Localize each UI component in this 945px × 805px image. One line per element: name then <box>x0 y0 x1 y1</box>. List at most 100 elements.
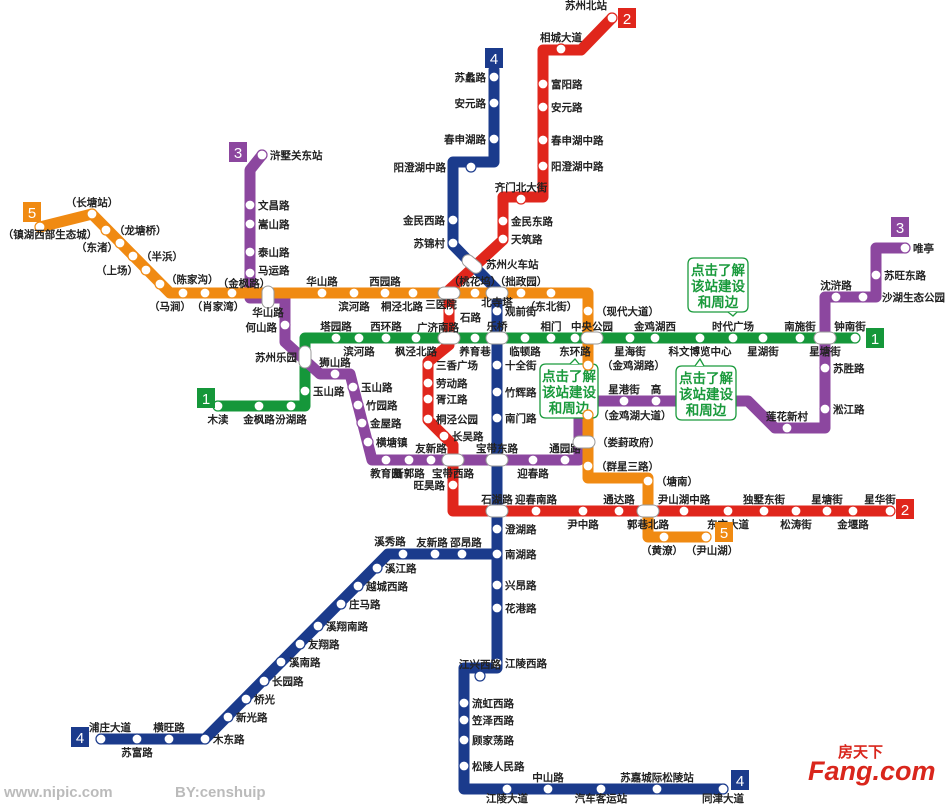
station-marker[interactable] <box>624 332 636 344</box>
station-marker[interactable] <box>595 783 607 795</box>
station-marker[interactable] <box>279 319 291 331</box>
transfer-station-marker[interactable] <box>261 285 275 309</box>
station-marker[interactable] <box>606 12 618 24</box>
station-marker[interactable] <box>491 412 503 424</box>
station-marker[interactable] <box>642 475 654 487</box>
station-marker[interactable] <box>794 332 806 344</box>
station-marker[interactable] <box>352 580 364 592</box>
station-marker[interactable] <box>199 733 211 745</box>
station-marker[interactable] <box>491 386 503 398</box>
station-marker[interactable] <box>131 733 143 745</box>
station-marker[interactable] <box>465 161 477 173</box>
station-marker[interactable] <box>422 393 434 405</box>
station-marker[interactable] <box>758 505 770 517</box>
station-marker[interactable] <box>790 505 802 517</box>
station-marker[interactable] <box>294 638 306 650</box>
station-marker[interactable] <box>491 579 503 591</box>
station-marker[interactable] <box>410 332 422 344</box>
transfer-station-marker[interactable] <box>298 345 312 369</box>
station-marker[interactable] <box>154 278 166 290</box>
station-marker[interactable] <box>613 505 625 517</box>
station-marker[interactable] <box>140 264 152 276</box>
transfer-station-marker[interactable] <box>813 331 837 345</box>
station-marker[interactable] <box>458 714 470 726</box>
station-marker[interactable] <box>717 783 729 795</box>
transfer-station-marker[interactable] <box>485 331 509 345</box>
station-marker[interactable] <box>582 305 594 317</box>
station-marker[interactable] <box>244 267 256 279</box>
station-marker[interactable] <box>352 399 364 411</box>
station-marker[interactable] <box>407 287 419 299</box>
station-marker[interactable] <box>403 454 415 466</box>
station-marker[interactable] <box>781 422 793 434</box>
station-marker[interactable] <box>569 332 581 344</box>
station-marker[interactable] <box>537 78 549 90</box>
station-marker[interactable] <box>577 505 589 517</box>
station-marker[interactable] <box>727 332 739 344</box>
station-marker[interactable] <box>857 291 869 303</box>
station-marker[interactable] <box>222 711 234 723</box>
station-marker[interactable] <box>519 332 531 344</box>
station-marker[interactable] <box>425 454 437 466</box>
station-marker[interactable] <box>821 505 833 517</box>
station-marker[interactable] <box>114 237 126 249</box>
station-marker[interactable] <box>380 332 392 344</box>
station-marker[interactable] <box>312 620 324 632</box>
station-marker[interactable] <box>244 218 256 230</box>
station-marker[interactable] <box>458 697 470 709</box>
station-marker[interactable] <box>757 332 769 344</box>
station-marker[interactable] <box>537 160 549 172</box>
transfer-station-marker[interactable] <box>437 286 461 300</box>
station-marker[interactable] <box>830 291 842 303</box>
station-marker[interactable] <box>899 242 911 254</box>
station-marker[interactable] <box>348 287 360 299</box>
station-marker[interactable] <box>380 454 392 466</box>
station-marker[interactable] <box>456 548 468 560</box>
station-marker[interactable] <box>422 377 434 389</box>
station-marker[interactable] <box>285 400 297 412</box>
transfer-station-marker[interactable] <box>437 331 461 345</box>
station-marker[interactable] <box>545 332 557 344</box>
station-marker[interactable] <box>651 783 663 795</box>
station-marker[interactable] <box>530 505 542 517</box>
station-marker[interactable] <box>253 400 265 412</box>
station-marker[interactable] <box>819 403 831 415</box>
station-marker[interactable] <box>447 214 459 226</box>
station-marker[interactable] <box>722 505 734 517</box>
station-marker[interactable] <box>491 602 503 614</box>
station-marker[interactable] <box>559 454 571 466</box>
station-marker[interactable] <box>488 133 500 145</box>
station-marker[interactable] <box>469 287 481 299</box>
station-marker[interactable] <box>316 287 328 299</box>
station-marker[interactable] <box>371 562 383 574</box>
station-marker[interactable] <box>678 505 690 517</box>
station-marker[interactable] <box>515 287 527 299</box>
transfer-station-marker[interactable] <box>485 286 509 300</box>
station-marker[interactable] <box>582 359 594 371</box>
station-marker[interactable] <box>582 409 594 421</box>
station-marker[interactable] <box>256 149 268 161</box>
station-marker[interactable] <box>497 215 509 227</box>
station-marker[interactable] <box>542 783 554 795</box>
station-marker[interactable] <box>849 332 861 344</box>
station-marker[interactable] <box>422 413 434 425</box>
station-marker[interactable] <box>95 733 107 745</box>
station-marker[interactable] <box>379 287 391 299</box>
station-marker[interactable] <box>474 670 486 682</box>
station-marker[interactable] <box>488 97 500 109</box>
station-marker[interactable] <box>244 246 256 258</box>
transfer-station-marker[interactable] <box>441 453 465 467</box>
station-marker[interactable] <box>353 332 365 344</box>
station-marker[interactable] <box>469 332 481 344</box>
station-marker[interactable] <box>347 381 359 393</box>
station-marker[interactable] <box>447 479 459 491</box>
station-marker[interactable] <box>329 368 341 380</box>
station-marker[interactable] <box>555 43 567 55</box>
station-marker[interactable] <box>86 208 98 220</box>
station-marker[interactable] <box>819 362 831 374</box>
station-marker[interactable] <box>650 395 662 407</box>
station-marker[interactable] <box>537 101 549 113</box>
station-marker[interactable] <box>501 783 513 795</box>
